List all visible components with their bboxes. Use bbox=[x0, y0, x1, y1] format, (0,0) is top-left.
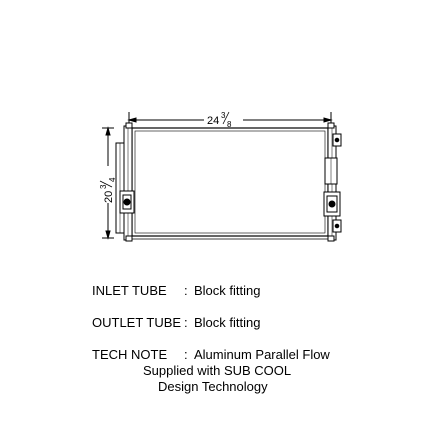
tech-note-line1: Aluminum Parallel Flow bbox=[194, 347, 330, 362]
right-block-fitting bbox=[323, 191, 341, 217]
outlet-tube-label: OUTLET TUBE bbox=[92, 315, 182, 330]
height-dimension bbox=[102, 126, 114, 240]
condenser-diagram: 24 3 8 20 3 4 bbox=[99, 111, 342, 242]
width-dimension bbox=[127, 112, 333, 128]
width-label: 24 3 8 bbox=[207, 111, 232, 129]
right-top-fitting bbox=[332, 133, 342, 147]
inlet-tube-value: Block fitting bbox=[194, 283, 261, 298]
svg-text:4: 4 bbox=[108, 177, 117, 182]
svg-text:3: 3 bbox=[221, 111, 226, 120]
tech-note-line3: Design Technology bbox=[158, 379, 268, 394]
tech-note-colon: : bbox=[184, 347, 188, 362]
condenser-core bbox=[131, 127, 329, 240]
inlet-tube-spec: INLET TUBE : Block fitting bbox=[92, 283, 392, 299]
right-bottom-fitting bbox=[332, 219, 342, 233]
mounting-brackets bbox=[125, 122, 335, 242]
tech-note-line2: Supplied with SUB COOL bbox=[143, 363, 292, 378]
svg-text:8: 8 bbox=[227, 120, 232, 129]
inlet-tube-colon: : bbox=[184, 283, 188, 298]
inlet-tube-label: INLET TUBE bbox=[92, 283, 167, 298]
outlet-tube-colon: : bbox=[184, 315, 188, 330]
right-mid-fitting bbox=[324, 157, 338, 185]
left-header-tank bbox=[115, 125, 133, 241]
svg-text:3: 3 bbox=[99, 184, 108, 189]
tech-note-label: TECH NOTE bbox=[92, 347, 168, 362]
height-label: 20 3 4 bbox=[99, 177, 117, 203]
outlet-tube-spec: OUTLET TUBE : Block fitting bbox=[92, 315, 392, 331]
svg-text:20: 20 bbox=[103, 191, 115, 203]
svg-text:24: 24 bbox=[207, 115, 219, 127]
outlet-tube-value: Block fitting bbox=[194, 315, 261, 330]
left-block-fitting bbox=[119, 190, 135, 214]
tech-note-spec: TECH NOTE : Aluminum Parallel Flow bbox=[92, 347, 392, 363]
